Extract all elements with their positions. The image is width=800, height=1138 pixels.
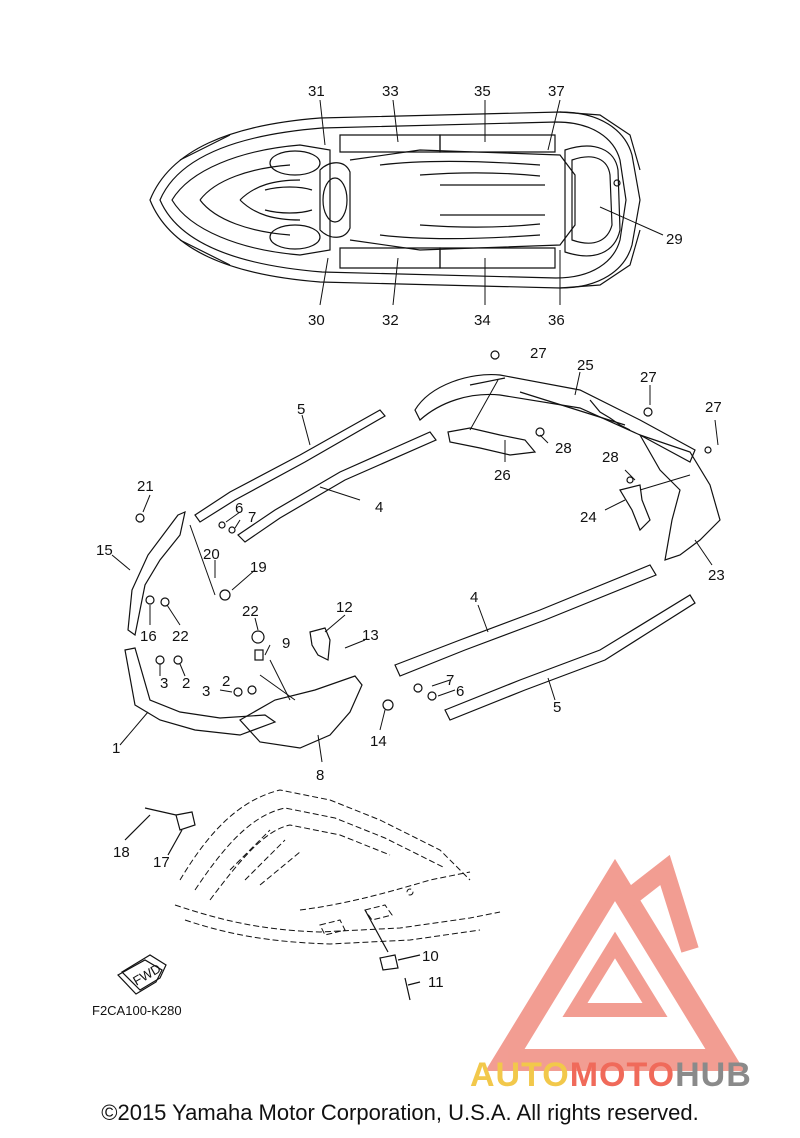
callout-29: 29 <box>666 231 683 248</box>
callout-15: 15 <box>96 542 113 559</box>
rail-4-upper <box>237 431 437 543</box>
callout-24: 24 <box>580 509 597 526</box>
watermark-hub: HUB <box>675 1056 752 1094</box>
rail-5-lower <box>444 594 696 721</box>
bracket-12 <box>309 627 331 661</box>
callout-3a: 3 <box>160 675 168 692</box>
callout-5b: 5 <box>553 699 561 716</box>
watermark-brand: AUTOMOTOHUB <box>470 1056 752 1095</box>
callout-33: 33 <box>382 83 399 100</box>
callout-7a: 7 <box>248 509 256 526</box>
side-cover-8 <box>239 675 363 749</box>
callout-18: 18 <box>113 844 130 861</box>
callout-4a: 4 <box>375 499 383 516</box>
callout-10: 10 <box>422 948 439 965</box>
callout-25: 25 <box>577 357 594 374</box>
bottom-fasteners <box>124 807 421 1001</box>
callout-28b: 28 <box>602 449 619 466</box>
callout-23: 23 <box>708 567 725 584</box>
callout-35: 35 <box>474 83 491 100</box>
callout-6b: 6 <box>456 683 464 700</box>
callout-9: 9 <box>282 635 290 652</box>
watermark-moto: MOTO <box>569 1056 676 1094</box>
callout-32: 32 <box>382 312 399 329</box>
hull-top-view <box>149 111 641 289</box>
callout-8: 8 <box>316 767 324 784</box>
callout-7b: 7 <box>446 672 454 689</box>
bow-cover-1 <box>124 647 277 736</box>
side-cover-15 <box>127 510 186 637</box>
callout-17: 17 <box>153 854 170 871</box>
callout-27b: 27 <box>640 369 657 386</box>
callout-37: 37 <box>548 83 565 100</box>
bracket-24 <box>619 484 651 532</box>
leaders-top <box>319 99 664 306</box>
callout-2a: 2 <box>182 675 190 692</box>
bracket-26 <box>447 427 537 456</box>
callout-12: 12 <box>336 599 353 616</box>
callout-36: 36 <box>548 312 565 329</box>
callout-20: 20 <box>203 546 220 563</box>
fasteners <box>135 350 712 711</box>
callout-21: 21 <box>137 478 154 495</box>
callout-labels: 31 33 35 37 29 30 32 34 36 27 25 27 27 5… <box>92 83 725 1018</box>
automotohub-logo <box>485 854 745 1071</box>
fwd-arrow-icon <box>117 954 167 995</box>
rail-5-upper <box>194 409 386 523</box>
callout-6a: 6 <box>235 500 243 517</box>
copyright-notice: ©2015 Yamaha Motor Corporation, U.S.A. A… <box>101 1100 699 1125</box>
rail-4-lower <box>394 564 657 677</box>
callout-26: 26 <box>494 467 511 484</box>
callout-13: 13 <box>362 627 379 644</box>
diagram-code: F2CA100-K280 <box>92 1003 182 1018</box>
callout-28a: 28 <box>555 440 572 457</box>
callout-1: 1 <box>112 740 120 757</box>
callout-22b: 22 <box>172 628 189 645</box>
callout-30: 30 <box>308 312 325 329</box>
callout-2b: 2 <box>222 673 230 690</box>
callout-14: 14 <box>370 733 387 750</box>
callout-31: 31 <box>308 83 325 100</box>
callout-34: 34 <box>474 312 491 329</box>
watermark-auto: AUTO <box>470 1056 570 1094</box>
callout-19: 19 <box>250 559 267 576</box>
callout-4b: 4 <box>470 589 478 606</box>
callout-27c: 27 <box>705 399 722 416</box>
callout-16: 16 <box>140 628 157 645</box>
callout-22a: 22 <box>242 603 259 620</box>
callout-5a: 5 <box>297 401 305 418</box>
leaders-parts <box>111 371 719 763</box>
callout-27a: 27 <box>530 345 547 362</box>
rear-corner-23 <box>638 433 721 561</box>
hull-bottom-view <box>174 789 501 945</box>
callout-11: 11 <box>428 974 444 991</box>
callout-3b: 3 <box>202 683 210 700</box>
